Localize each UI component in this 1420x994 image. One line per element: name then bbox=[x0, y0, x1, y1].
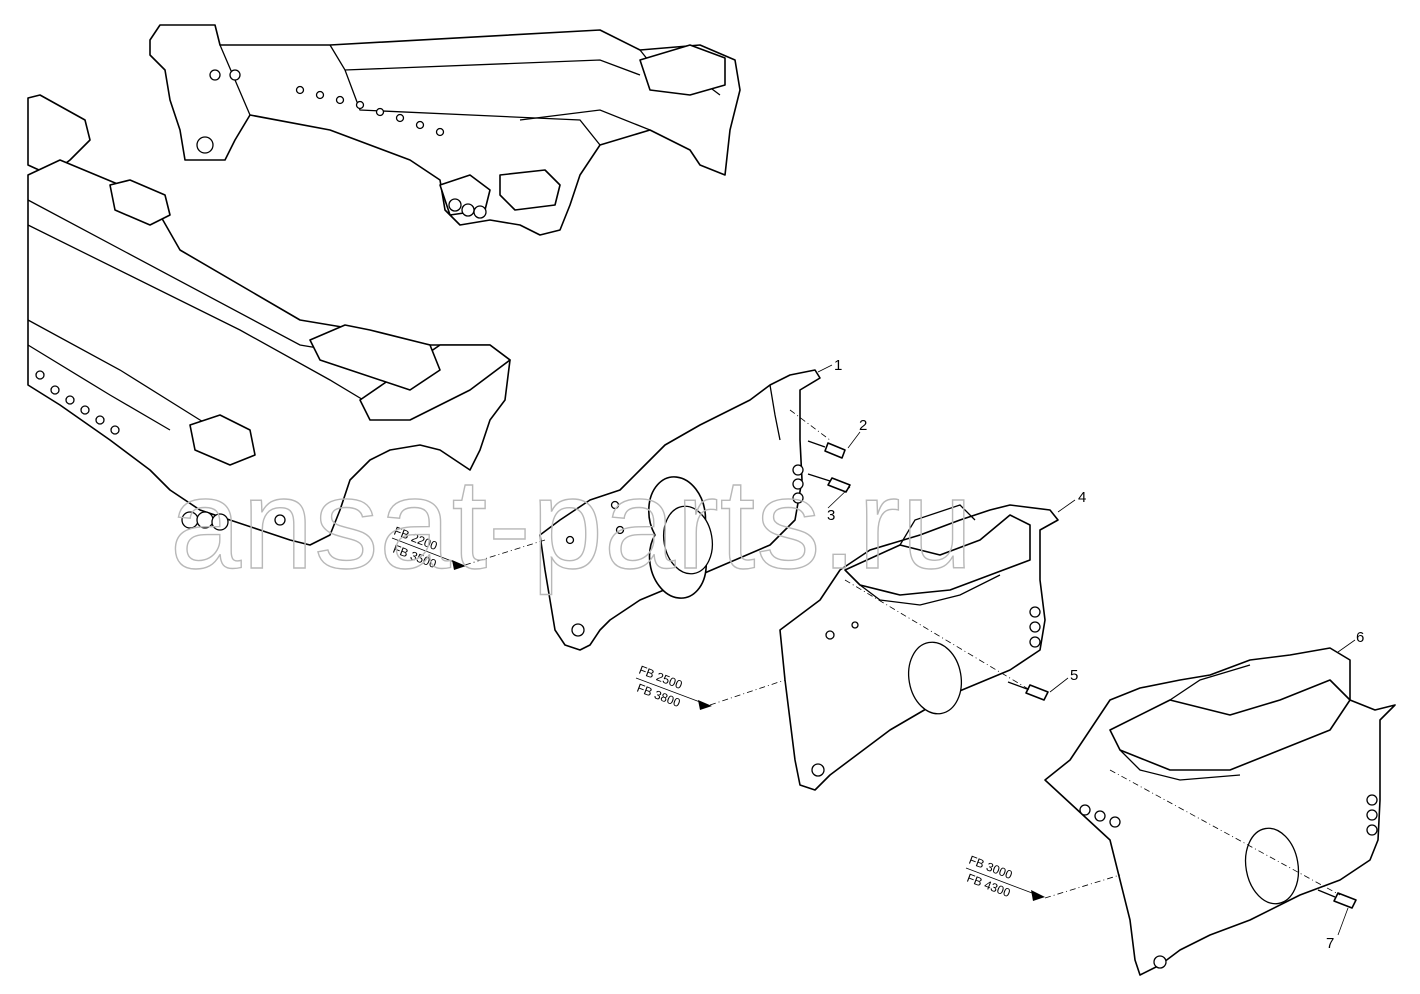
bolt-3 bbox=[807, 473, 851, 493]
callout-2: 2 bbox=[859, 417, 867, 434]
assembly-lines bbox=[464, 409, 1341, 899]
callout-leaders bbox=[817, 364, 1356, 936]
callout-4: 4 bbox=[1078, 489, 1086, 506]
fb-arrows bbox=[452, 560, 1045, 901]
callout-7: 7 bbox=[1326, 935, 1334, 952]
bolt-7 bbox=[1317, 889, 1357, 909]
callout-5: 5 bbox=[1070, 667, 1078, 684]
main-frame-assembly bbox=[27, 94, 511, 546]
callout-3: 3 bbox=[827, 507, 835, 524]
callout-numbers: 1 2 3 4 5 6 7 bbox=[827, 357, 1364, 952]
fb-label-dividers bbox=[391, 537, 1041, 897]
part-6-plate bbox=[1044, 647, 1396, 976]
part-1-plate bbox=[539, 369, 821, 651]
upper-frame-assembly bbox=[149, 24, 741, 236]
bolt-5 bbox=[1007, 681, 1049, 701]
callout-1: 1 bbox=[834, 357, 842, 374]
bolt-2 bbox=[807, 440, 846, 459]
part-4-plate bbox=[779, 504, 1059, 791]
watermark: ansat-parts.ru bbox=[170, 453, 974, 596]
callout-6: 6 bbox=[1356, 629, 1364, 646]
